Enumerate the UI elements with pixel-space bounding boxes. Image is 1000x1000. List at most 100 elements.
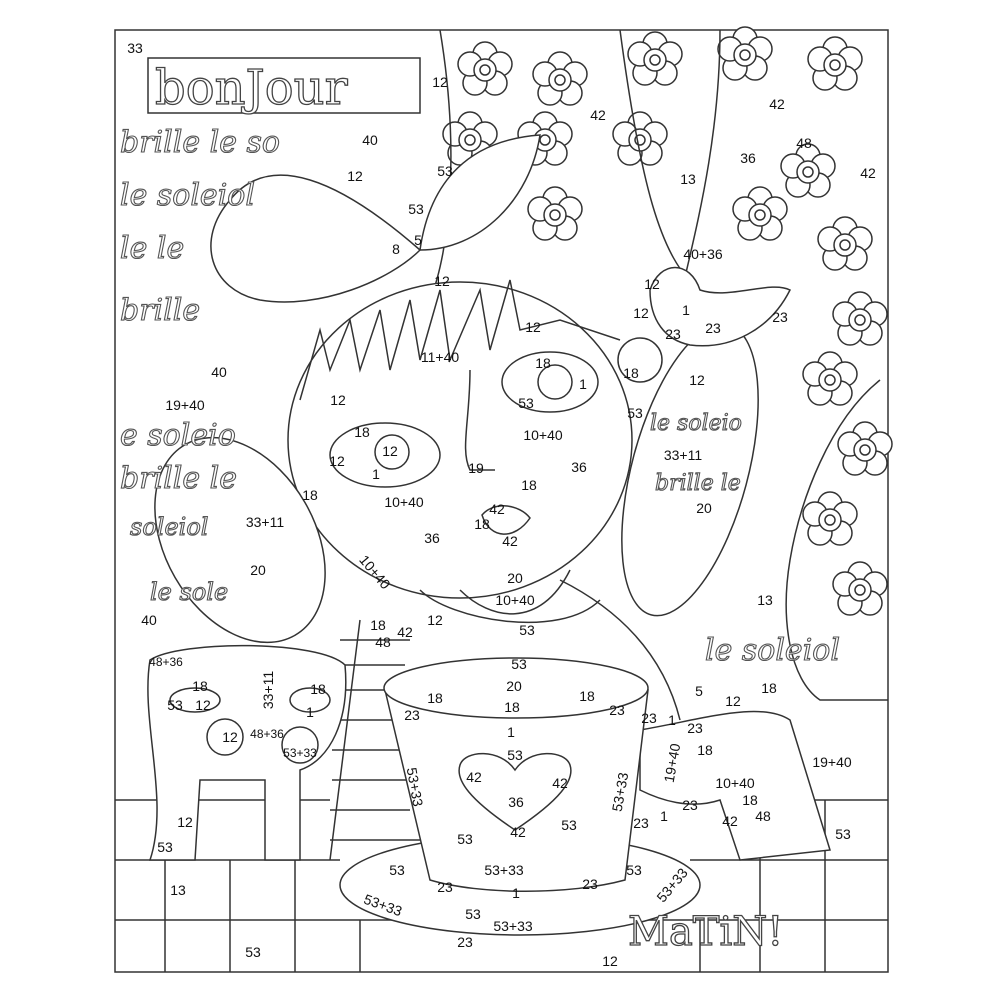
color-number-label: 53+33 [484,862,524,878]
background-text-line: brille le [120,461,237,496]
color-number-label: 19+40 [812,754,852,770]
color-number-label: 12 [347,168,363,184]
color-number-label: 53 [457,831,473,847]
wing-text-line: soleiol [130,513,208,541]
color-number-label: 23 [404,707,420,723]
heart [458,752,572,831]
lips [481,505,531,535]
wing-text-line: le sole [150,578,228,606]
color-number-label: 48+36 [149,655,183,669]
color-number-label: 12 [434,273,450,289]
color-number-label: 33+11 [663,447,703,463]
color-number-label: 23 [687,720,703,736]
color-number-label: 23 [582,876,598,892]
color-number-label: 18 [192,678,208,694]
arm [639,710,831,861]
color-number-label: 36 [740,150,756,166]
color-number-label: 53 [561,817,577,833]
wing-text-line: brille le [655,471,741,496]
background-text-line: brille [120,293,200,328]
color-number-label: 53 [626,862,642,878]
color-number-label: 48 [755,808,771,824]
color-number-label: 42 [510,824,526,840]
color-number-label: 18 [310,681,326,697]
color-number-label: 42 [860,165,876,181]
left-wing [154,436,326,644]
color-number-label: 53 [437,163,453,179]
color-number-label: 10+40 [523,427,563,443]
color-number-label: 40 [211,364,227,380]
color-number-label: 53 [518,395,534,411]
color-number-label: 23 [437,879,453,895]
color-number-label: 1 [660,808,668,824]
color-number-label: 42 [769,96,785,112]
color-number-label: 53 [465,906,481,922]
bangs [299,279,621,401]
color-number-label: 53 [511,656,527,672]
bonjour-banner [147,57,421,114]
color-number-label: 12 [644,276,660,292]
color-number-label: 20 [250,562,266,578]
bow-right [419,134,541,251]
color-number-label: 48+36 [250,727,284,741]
color-number-label: 48 [796,135,812,151]
color-number-label: 13 [680,171,696,187]
shirt-stripes [330,639,420,841]
color-number-label: 12 [427,612,443,628]
background-text-line: le le [120,231,184,266]
color-number-label: 1 [507,724,515,740]
color-number-label: 33+11 [245,514,285,530]
color-number-label: 33 [127,40,143,56]
color-number-label: 53 [507,747,523,763]
color-number-label: 13 [757,592,773,608]
necklace [459,569,571,615]
color-number-label: 53 [835,826,851,842]
color-number-label: 18 [474,516,490,532]
color-number-label: 13 [170,882,186,898]
color-number-label: 18 [370,617,386,633]
color-number-label: 18 [354,424,370,440]
wing-text: le soleio brille le soleiol le sole [129,410,742,606]
color-number-label: 53 [627,405,643,421]
color-number-label: 18 [697,742,713,758]
color-number-label: 12 [432,74,448,90]
color-number-label: 19+40 [165,397,205,413]
color-number-label: 12 [689,372,705,388]
color-number-label: 23 [609,702,625,718]
color-number-label: 23 [457,934,473,950]
color-number-label: 53 [157,839,173,855]
bird [649,266,792,347]
color-number-label: 23 [772,309,788,325]
color-number-label: 1 [306,704,314,720]
color-number-label: 23 [665,326,681,342]
color-number-label: 18 [742,792,758,808]
color-number-label: 12 [602,953,618,969]
color-number-label: 18 [302,487,318,503]
color-number-label: 20 [506,678,522,694]
matin-word: MaTiN! [628,909,783,955]
color-number-label: 53 [245,944,261,960]
color-number-label: 1 [668,712,676,728]
color-number-label: 18 [504,699,520,715]
background-text: brille le so le soleiol le le brille e s… [119,124,840,668]
color-number-label: 12 [525,319,541,335]
color-number-label: 19 [468,460,484,476]
color-number-label: 18 [521,477,537,493]
color-number-label: 36 [508,794,524,810]
color-number-label: 5 [695,683,703,699]
color-number-label: 23 [705,320,721,336]
ear [617,337,663,383]
color-number-label: 12 [222,729,238,745]
color-number-label: 40+36 [683,246,723,262]
background-text-line: brille le so [120,125,280,160]
color-number-label: 40 [141,612,157,628]
color-number-label: 12 [633,305,649,321]
color-number-label: 42 [502,533,518,549]
background-text-line: e soleio [120,418,236,453]
color-number-label: 42 [552,775,568,791]
color-number-label: 48 [375,634,391,650]
background-text-line: le soleiol [705,633,840,668]
color-number-label: 23 [633,815,649,831]
color-number-label: 20 [696,500,712,516]
